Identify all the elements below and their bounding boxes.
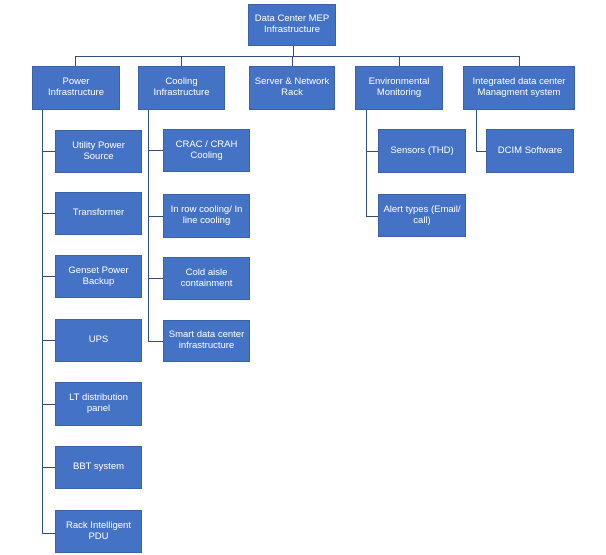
tick-power-5 [42, 467, 55, 468]
node-dcim-software: DCIM Software [486, 129, 574, 173]
node-transformer: Transformer [55, 192, 142, 235]
tick-cooling-3 [148, 341, 163, 342]
node-alert-types: Alert types (Email/ call) [378, 194, 466, 237]
node-cold-aisle-containment: Cold aisle containment [163, 257, 250, 300]
tick-cooling-0 [148, 150, 163, 151]
tick-cooling-1 [148, 216, 163, 217]
connector-branch-3 [399, 56, 400, 66]
connector-root-down [293, 46, 294, 57]
spine-power [42, 110, 43, 534]
tick-power-0 [42, 151, 55, 152]
node-environmental-monitoring: Environmental Monitoring [355, 66, 443, 110]
tick-environmental-0 [366, 151, 378, 152]
node-crac-crah-cooling: CRAC / CRAH Cooling [163, 129, 250, 172]
node-rack-intelligent-pdu: Rack Intelligent PDU [55, 510, 142, 553]
node-root: Data Center MEP Infrastructure [248, 4, 336, 46]
tick-dcim-0 [476, 151, 486, 152]
connector-branch-2 [292, 56, 293, 66]
spine-environmental [366, 110, 367, 217]
connector-branch-0 [75, 56, 76, 66]
tick-environmental-1 [366, 216, 378, 217]
tick-power-2 [42, 276, 55, 277]
node-genset-power-backup: Genset Power Backup [55, 255, 142, 298]
node-server-network-rack: Server & Network Rack [249, 66, 335, 110]
node-smart-data-center-infrastructure: Smart data center infrastructure [163, 320, 250, 362]
connector-top-bus [75, 56, 520, 57]
tick-cooling-2 [148, 278, 163, 279]
node-utility-power-source: Utility Power Source [55, 130, 142, 173]
node-cooling-infrastructure: Cooling Infrastructure [138, 66, 225, 110]
tick-power-1 [42, 213, 55, 214]
node-in-row-cooling: In row cooling/ In line cooling [163, 194, 250, 238]
tick-power-3 [42, 340, 55, 341]
connector-branch-1 [181, 56, 182, 66]
tick-power-6 [42, 533, 55, 534]
spine-dcim [476, 110, 477, 152]
node-lt-distribution-panel: LT distribution panel [55, 382, 142, 426]
node-integrated-dcim-system: Integrated data center Managment system [463, 66, 575, 110]
spine-cooling [148, 110, 149, 342]
connector-branch-4 [519, 56, 520, 66]
tick-power-4 [42, 404, 55, 405]
node-ups: UPS [55, 319, 142, 362]
node-sensors-thd: Sensors (THD) [378, 129, 466, 173]
node-bbt-system: BBT system [55, 446, 142, 489]
node-power-infrastructure: Power Infrastructure [32, 66, 120, 110]
